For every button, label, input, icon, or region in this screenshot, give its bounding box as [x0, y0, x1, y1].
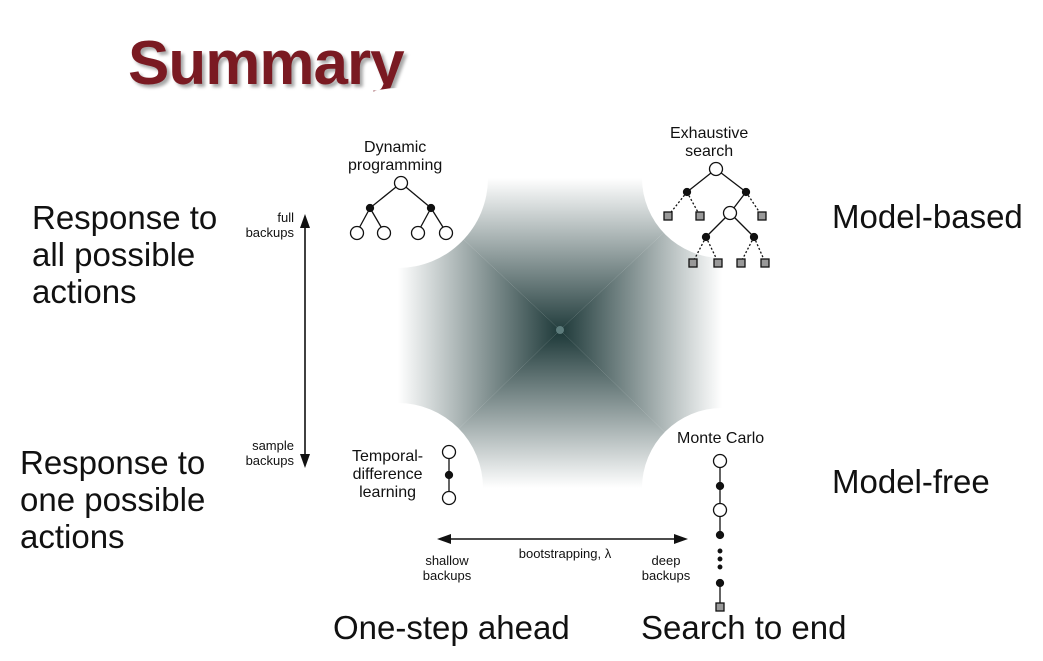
shallow-backups-label: shallow backups [412, 553, 482, 583]
label-line: programming [348, 157, 443, 174]
label-line: actions [20, 518, 125, 555]
label-line: deep [651, 553, 681, 568]
deep-backups-label: deep backups [634, 553, 698, 583]
label-line: backups [641, 568, 691, 583]
corner-cutout-tr [642, 98, 802, 258]
label-line: one possible [20, 481, 206, 518]
label-line: learning [359, 484, 417, 501]
label-response-all: Response to all possible actions [32, 199, 217, 310]
dynamic-programming-tree [349, 175, 454, 241]
label-line: backups [422, 568, 472, 583]
corner-cutout-bl [313, 403, 483, 573]
td-learning-label: Temporal- difference learning [352, 448, 423, 502]
label-line: backups [245, 225, 294, 240]
vertical-double-arrow [300, 214, 310, 468]
label-line: Dynamic [364, 139, 427, 156]
label-model-based: Model-based [832, 198, 1023, 235]
label-line: Exhaustive [670, 125, 749, 142]
label-line: shallow [425, 553, 469, 568]
label-response-one: Response to one possible actions [20, 444, 205, 555]
label-search-to-end: Search to end [641, 609, 847, 646]
page-title: Summary [128, 29, 405, 98]
full-backups-label: full backups [228, 210, 294, 240]
label-line: actions [32, 273, 137, 310]
sample-backups-label: sample backups [228, 438, 294, 468]
dynamic-programming-label: Dynamic programming [348, 139, 442, 175]
monte-carlo-label: Monte Carlo [677, 430, 765, 447]
label-line: search [685, 143, 734, 160]
label-line: Temporal- [352, 448, 424, 465]
label-line: full [277, 210, 294, 225]
label-line: Response to [20, 444, 206, 481]
horizontal-double-arrow [437, 534, 688, 544]
td-learning-chain [441, 444, 457, 506]
label-line: all possible [32, 236, 196, 273]
label-line: backups [245, 453, 294, 468]
label-one-step-ahead: One-step ahead [333, 609, 570, 646]
label-line: sample [252, 438, 294, 453]
exhaustive-search-label: Exhaustive search [670, 125, 748, 161]
exhaustive-search-tree [663, 161, 770, 268]
monte-carlo-chain [712, 453, 728, 612]
label-model-free: Model-free [832, 463, 990, 500]
label-line: difference [352, 466, 423, 483]
label-line: Response to [32, 199, 218, 236]
bootstrapping-label: bootstrapping, λ [518, 546, 612, 561]
